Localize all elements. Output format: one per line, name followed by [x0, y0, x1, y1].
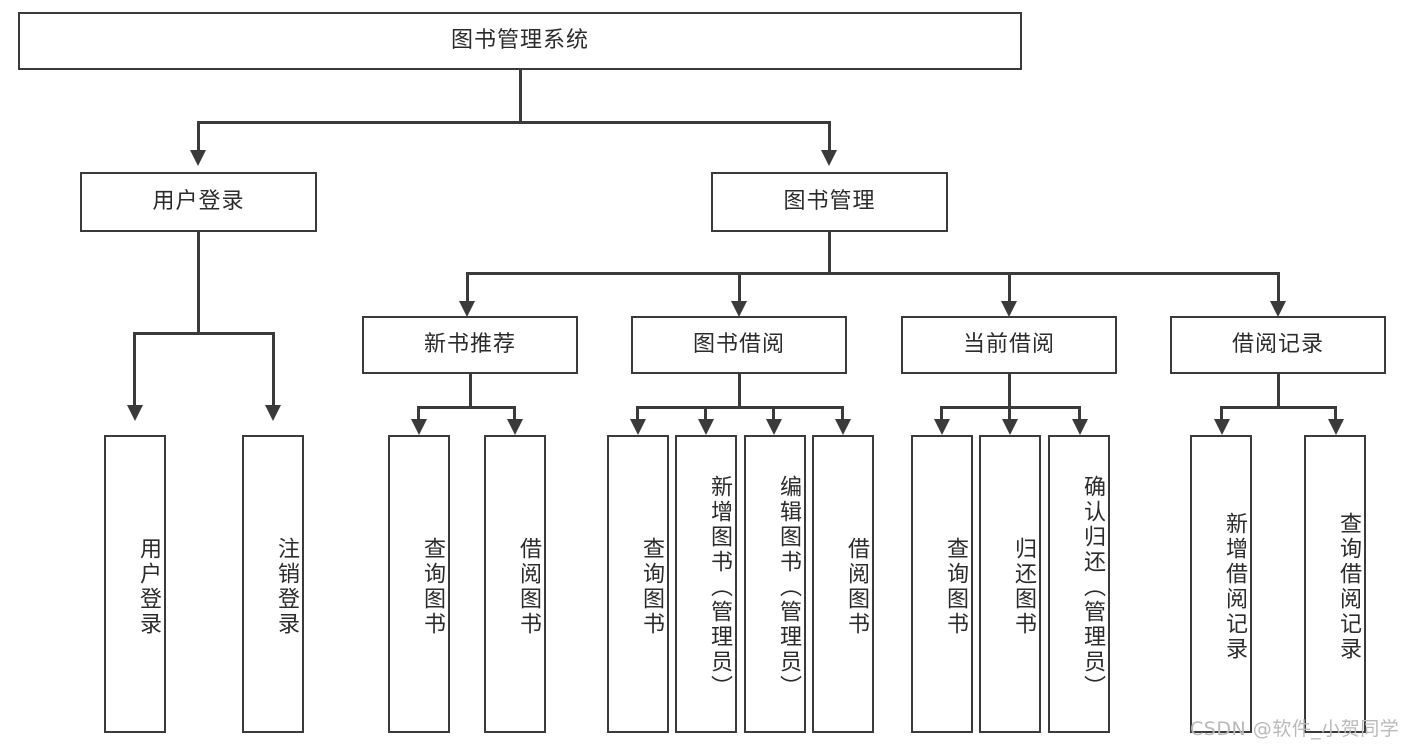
arrowhead-br-to-leaf-1	[1214, 419, 1230, 435]
node-label: 归还图书	[1011, 537, 1036, 637]
node-label: 用户登录	[152, 188, 245, 214]
leaf-new-book-borrow[interactable]: 借阅图书	[484, 435, 546, 733]
node-user-login[interactable]: 用户登录	[80, 172, 317, 232]
node-label: 确认归还（管理员）	[1080, 474, 1105, 700]
node-borrow-records[interactable]: 借阅记录	[1170, 316, 1386, 374]
node-book-management[interactable]: 图书管理	[711, 172, 948, 232]
leaf-new-book-query[interactable]: 查询图书	[388, 435, 450, 733]
node-label: 图书管理系统	[450, 27, 589, 53]
connector-bm-to-borrow-records	[1277, 272, 1280, 302]
connector-current-borrow-stem	[1008, 374, 1011, 407]
arrowhead-bb-to-leaf-2	[698, 419, 714, 435]
arrowhead-bb-to-leaf-1	[630, 419, 646, 435]
connector-user-login-stem	[197, 232, 200, 333]
node-new-book-recommend[interactable]: 新书推荐	[362, 316, 578, 374]
node-book-borrow[interactable]: 图书借阅	[631, 316, 847, 374]
connector-cb-to-leaf-3	[1078, 406, 1081, 421]
leaf-current-borrow-return[interactable]: 归还图书	[979, 435, 1041, 733]
connector-bm-to-book-borrow	[738, 272, 741, 302]
node-label: 借阅图书	[844, 537, 869, 637]
leaf-borrow-records-query[interactable]: 查询借阅记录	[1304, 435, 1366, 733]
leaf-book-borrow-edit[interactable]: 编辑图书（管理员）	[744, 435, 806, 733]
connector-user-login-to-leaf-2	[272, 332, 275, 406]
connector-new-book-bus	[417, 406, 516, 409]
connector-new-book-stem	[469, 374, 472, 407]
arrowhead-cb-to-leaf-1	[934, 419, 950, 435]
connector-book-management-bus	[466, 272, 1279, 275]
leaf-book-borrow-add[interactable]: 新增图书（管理员）	[675, 435, 737, 733]
arrowhead-root-to-user-login	[190, 150, 206, 166]
leaf-book-borrow-borrow[interactable]: 借阅图书	[812, 435, 874, 733]
connector-root-bus	[197, 121, 831, 124]
connector-newbook-to-leaf-1	[417, 406, 420, 421]
connector-borrow-records-stem	[1277, 374, 1280, 407]
node-label: 图书借阅	[692, 331, 785, 357]
node-label: 新增借阅记录	[1222, 512, 1247, 662]
node-label: 借阅记录	[1231, 331, 1324, 357]
arrowhead-bb-to-leaf-4	[835, 419, 851, 435]
arrowhead-bm-to-borrow-records	[1270, 301, 1286, 317]
connector-root-stem	[519, 70, 522, 122]
connector-br-to-leaf-1	[1220, 406, 1223, 421]
node-label: 查询借阅记录	[1336, 512, 1361, 662]
node-current-borrow[interactable]: 当前借阅	[901, 316, 1117, 374]
leaf-borrow-records-add[interactable]: 新增借阅记录	[1190, 435, 1252, 733]
arrowhead-br-to-leaf-2	[1328, 419, 1344, 435]
connector-cb-to-leaf-2	[1008, 406, 1011, 421]
connector-root-to-user-login	[197, 121, 200, 151]
node-root-book-management-system[interactable]: 图书管理系统	[18, 12, 1022, 70]
arrowhead-bm-to-book-borrow	[731, 301, 747, 317]
node-label: 查询图书	[943, 537, 968, 637]
node-label: 当前借阅	[962, 331, 1055, 357]
connector-borrow-records-bus	[1220, 406, 1337, 409]
connector-bb-to-leaf-1	[636, 406, 639, 421]
node-label: 注销登录	[274, 537, 299, 637]
node-label: 查询图书	[420, 537, 445, 637]
connector-root-to-book-management	[828, 121, 831, 151]
arrowhead-user-login-to-leaf-2	[265, 405, 281, 421]
connector-book-borrow-bus	[636, 406, 844, 409]
connector-book-borrow-stem	[738, 374, 741, 407]
leaf-current-borrow-confirm-return[interactable]: 确认归还（管理员）	[1048, 435, 1110, 733]
leaf-user-login-logout[interactable]: 注销登录	[242, 435, 304, 733]
connector-user-login-bus	[133, 332, 275, 335]
node-label: 新书推荐	[423, 331, 516, 357]
arrowhead-root-to-book-management	[821, 150, 837, 166]
connector-cb-to-leaf-1	[940, 406, 943, 421]
arrowhead-cb-to-leaf-3	[1072, 419, 1088, 435]
connector-bm-to-new-book	[466, 272, 469, 302]
node-label: 用户登录	[136, 537, 161, 637]
connector-br-to-leaf-2	[1334, 406, 1337, 421]
connector-user-login-to-leaf-1	[133, 332, 136, 406]
arrowhead-user-login-to-leaf-1	[127, 405, 143, 421]
arrowhead-cb-to-leaf-2	[1002, 419, 1018, 435]
arrowhead-newbook-to-leaf-2	[507, 419, 523, 435]
arrowhead-bm-to-new-book	[459, 301, 475, 317]
connector-newbook-to-leaf-2	[513, 406, 516, 421]
connector-book-management-stem	[828, 232, 831, 273]
leaf-current-borrow-query[interactable]: 查询图书	[911, 435, 973, 733]
node-label: 查询图书	[639, 537, 664, 637]
connector-bb-to-leaf-4	[841, 406, 844, 421]
arrowhead-bm-to-current-borrow	[1001, 301, 1017, 317]
node-label: 新增图书（管理员）	[707, 474, 732, 700]
connector-bb-to-leaf-3	[772, 406, 775, 421]
node-label: 借阅图书	[516, 537, 541, 637]
connector-bm-to-current-borrow	[1008, 272, 1011, 302]
leaf-user-login-login[interactable]: 用户登录	[104, 435, 166, 733]
csdn-watermark: CSDN @软件_小贺同学	[1190, 718, 1400, 740]
connector-bb-to-leaf-2	[704, 406, 707, 421]
leaf-book-borrow-query[interactable]: 查询图书	[607, 435, 669, 733]
node-label: 编辑图书（管理员）	[776, 474, 801, 700]
arrowhead-newbook-to-leaf-1	[411, 419, 427, 435]
arrowhead-bb-to-leaf-3	[766, 419, 782, 435]
node-label: 图书管理	[783, 188, 876, 214]
